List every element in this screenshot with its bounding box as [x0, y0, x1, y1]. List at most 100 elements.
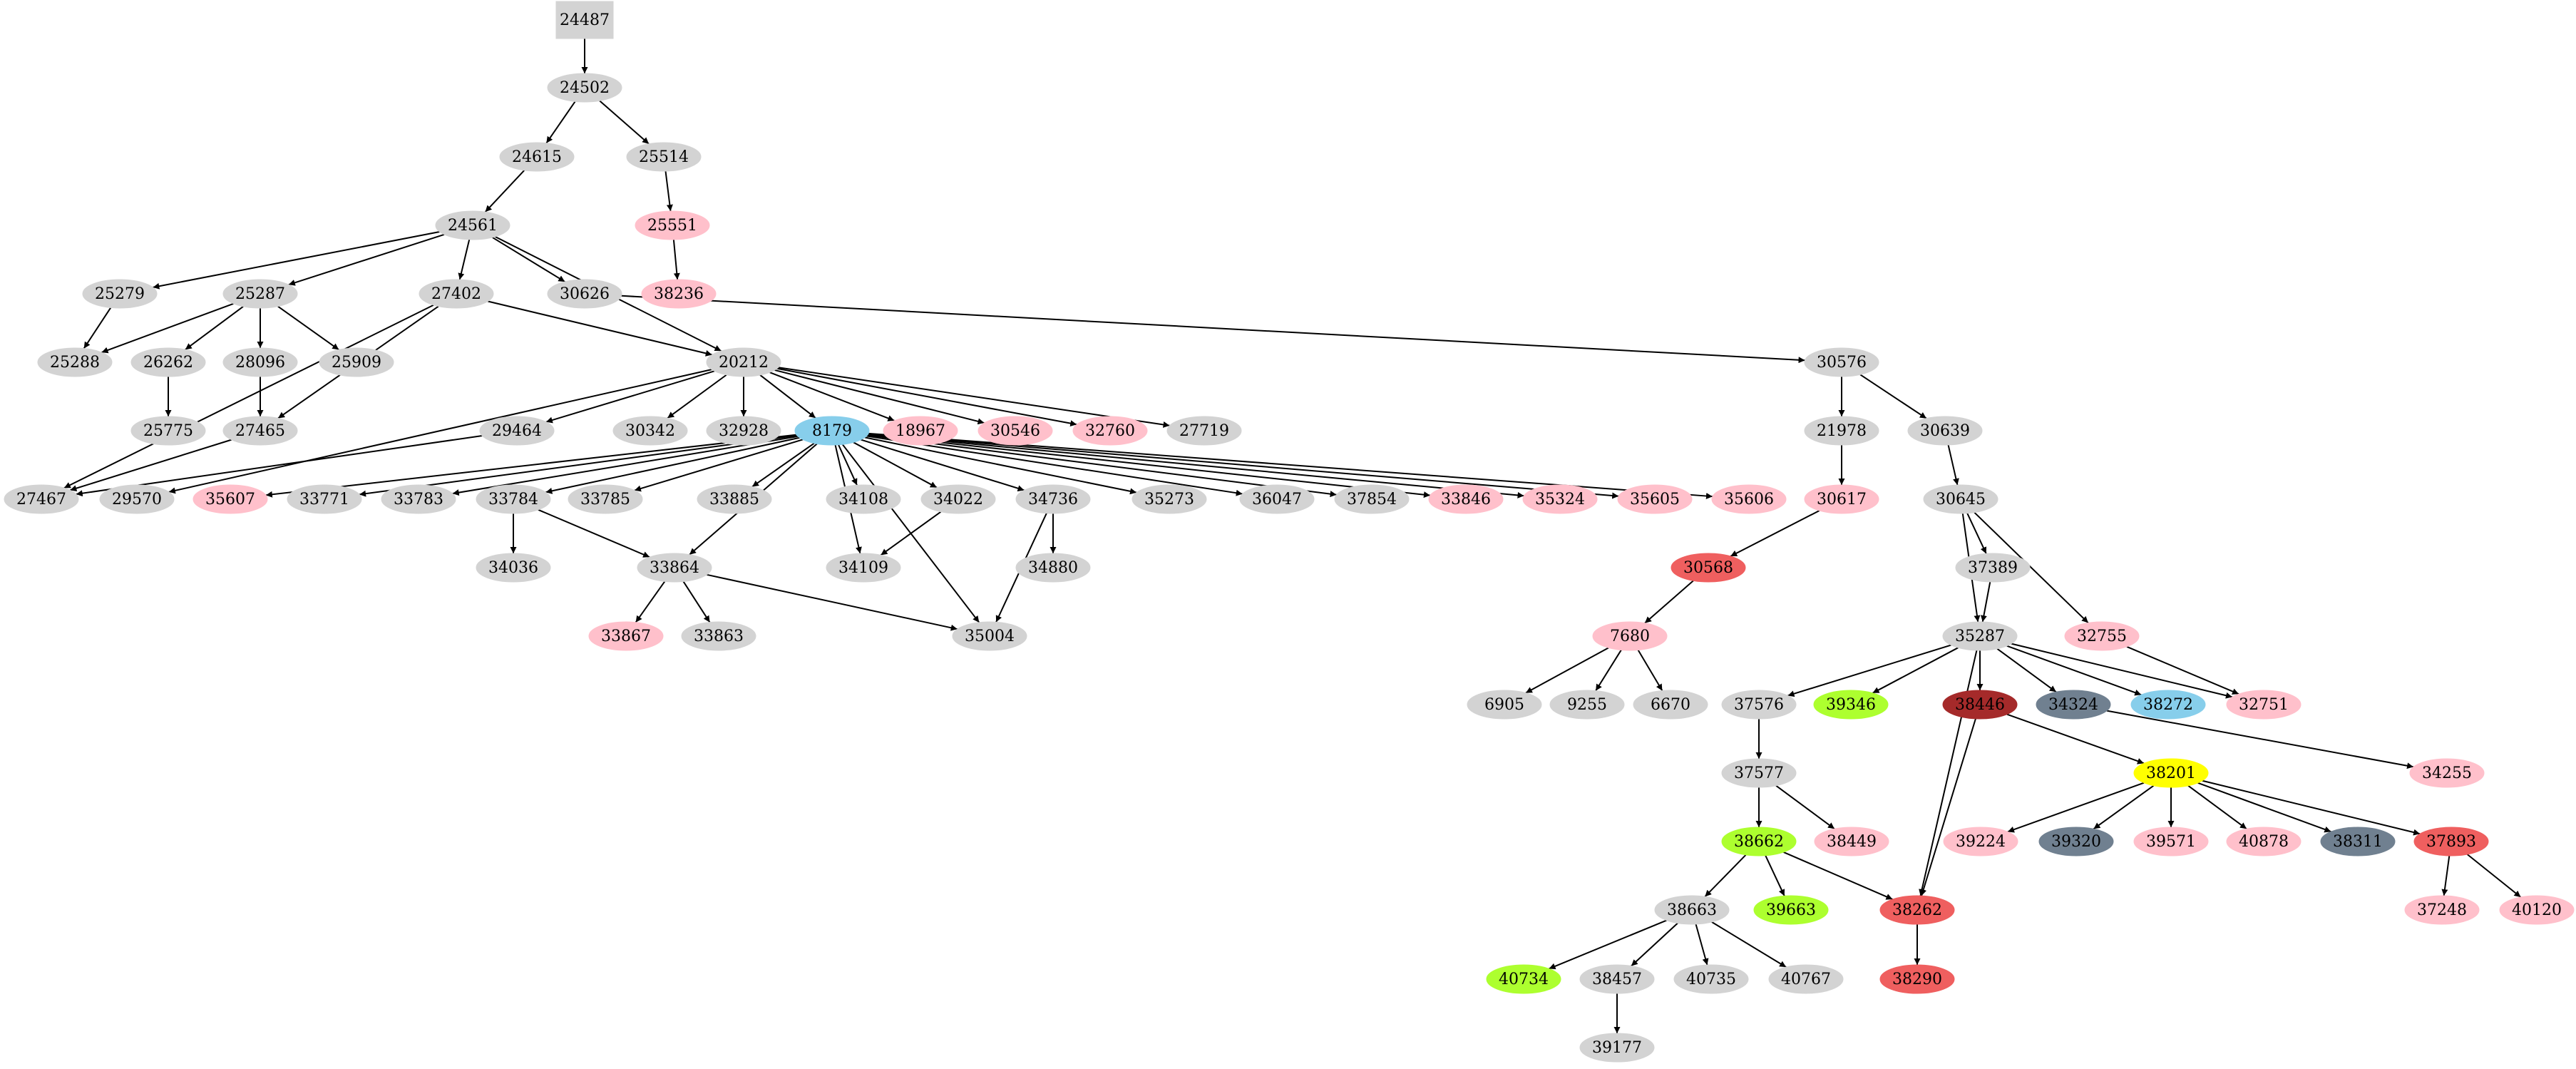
- node-35287[interactable]: 35287: [1942, 621, 2018, 651]
- node-35324[interactable]: 35324: [1522, 484, 1598, 514]
- node-39177[interactable]: 39177: [1579, 1033, 1655, 1063]
- edge-37893-to-40120: [2466, 854, 2522, 898]
- node-32760[interactable]: 32760: [1072, 416, 1148, 446]
- node-32928[interactable]: 32928: [706, 416, 781, 446]
- edge-35287-to-34324: [1996, 648, 2057, 693]
- node-38272[interactable]: 38272: [2130, 690, 2206, 720]
- node-37893[interactable]: 37893: [2413, 827, 2489, 856]
- node-30546[interactable]: 30546: [977, 416, 1053, 446]
- node-29464[interactable]: 29464: [479, 416, 555, 446]
- node-38236[interactable]: 38236: [641, 279, 717, 309]
- node-40735[interactable]: 40735: [1673, 964, 1749, 994]
- node-39663[interactable]: 39663: [1753, 895, 1829, 925]
- node-34880[interactable]: 34880: [1015, 553, 1091, 583]
- node-34736[interactable]: 34736: [1015, 484, 1091, 514]
- node-34109[interactable]: 34109: [826, 553, 901, 583]
- node-33885[interactable]: 33885: [697, 484, 772, 514]
- node-20212[interactable]: 20212: [706, 347, 781, 377]
- node-shape: [794, 416, 870, 446]
- node-33785[interactable]: 33785: [568, 484, 643, 514]
- node-30639[interactable]: 30639: [1907, 416, 1983, 446]
- node-40120[interactable]: 40120: [2499, 895, 2575, 925]
- node-27467[interactable]: 27467: [4, 484, 79, 514]
- node-33771[interactable]: 33771: [287, 484, 362, 514]
- node-label: 35606: [1724, 491, 1774, 508]
- node-38457[interactable]: 38457: [1579, 964, 1655, 994]
- node-25279[interactable]: 25279: [82, 279, 158, 309]
- node-30342[interactable]: 30342: [612, 416, 688, 446]
- node-39571[interactable]: 39571: [2133, 827, 2209, 856]
- node-6905[interactable]: 6905: [1467, 690, 1542, 720]
- node-38446[interactable]: 38446: [1942, 690, 2018, 720]
- node-35607[interactable]: 35607: [193, 484, 268, 514]
- node-25514[interactable]: 25514: [626, 142, 702, 172]
- node-37389[interactable]: 37389: [1955, 553, 2031, 583]
- node-24487[interactable]: 24487: [555, 1, 614, 39]
- node-30626[interactable]: 30626: [547, 279, 622, 309]
- node-33863[interactable]: 33863: [681, 621, 756, 651]
- node-40878[interactable]: 40878: [2226, 827, 2302, 856]
- node-25288[interactable]: 25288: [37, 347, 113, 377]
- node-8179[interactable]: 8179: [794, 416, 870, 446]
- node-33864[interactable]: 33864: [637, 553, 712, 583]
- node-40767[interactable]: 40767: [1768, 964, 1844, 994]
- node-35605[interactable]: 35605: [1617, 484, 1693, 514]
- node-34324[interactable]: 34324: [2036, 690, 2111, 720]
- node-24502[interactable]: 24502: [547, 73, 622, 103]
- node-39320[interactable]: 39320: [2038, 827, 2114, 856]
- node-35004[interactable]: 35004: [952, 621, 1027, 651]
- node-38201[interactable]: 38201: [2133, 758, 2209, 788]
- node-25287[interactable]: 25287: [222, 279, 298, 309]
- node-33867[interactable]: 33867: [588, 621, 664, 651]
- node-38449[interactable]: 38449: [1814, 827, 1889, 856]
- node-24561[interactable]: 24561: [435, 210, 510, 240]
- node-29570[interactable]: 29570: [99, 484, 175, 514]
- node-24615[interactable]: 24615: [499, 142, 575, 172]
- node-9255[interactable]: 9255: [1549, 690, 1625, 720]
- node-26262[interactable]: 26262: [130, 347, 206, 377]
- node-37854[interactable]: 37854: [1334, 484, 1410, 514]
- node-34108[interactable]: 34108: [826, 484, 901, 514]
- node-27402[interactable]: 27402: [419, 279, 494, 309]
- node-27719[interactable]: 27719: [1166, 416, 1242, 446]
- node-39224[interactable]: 39224: [1943, 827, 2018, 856]
- node-label: 38272: [2143, 696, 2193, 714]
- node-34255[interactable]: 34255: [2409, 758, 2485, 788]
- node-label: 36047: [1252, 491, 1302, 508]
- node-25775[interactable]: 25775: [130, 416, 206, 446]
- node-39346[interactable]: 39346: [1813, 690, 1889, 720]
- node-33783[interactable]: 33783: [381, 484, 456, 514]
- node-38290[interactable]: 38290: [1879, 964, 1955, 994]
- node-21978[interactable]: 21978: [1804, 416, 1879, 446]
- node-32755[interactable]: 32755: [2064, 621, 2140, 651]
- node-6670[interactable]: 6670: [1633, 690, 1708, 720]
- node-34036[interactable]: 34036: [476, 553, 551, 583]
- node-27465[interactable]: 27465: [222, 416, 298, 446]
- node-36047[interactable]: 36047: [1239, 484, 1315, 514]
- node-7680[interactable]: 7680: [1592, 621, 1668, 651]
- edge-38663-to-40734: [1549, 919, 1667, 970]
- node-30617[interactable]: 30617: [1804, 484, 1879, 514]
- node-38663[interactable]: 38663: [1654, 895, 1730, 925]
- node-34022[interactable]: 34022: [920, 484, 996, 514]
- node-25551[interactable]: 25551: [635, 210, 710, 240]
- node-38262[interactable]: 38262: [1879, 895, 1955, 925]
- node-38311[interactable]: 38311: [2320, 827, 2396, 856]
- node-18967[interactable]: 18967: [883, 416, 958, 446]
- node-33846[interactable]: 33846: [1428, 484, 1504, 514]
- node-30568[interactable]: 30568: [1671, 553, 1746, 583]
- node-33784[interactable]: 33784: [476, 484, 551, 514]
- node-37576[interactable]: 37576: [1721, 690, 1797, 720]
- node-35273[interactable]: 35273: [1132, 484, 1207, 514]
- node-30645[interactable]: 30645: [1923, 484, 1998, 514]
- node-40734[interactable]: 40734: [1486, 964, 1561, 994]
- edge-25287-to-25909: [277, 305, 339, 351]
- node-25909[interactable]: 25909: [319, 347, 394, 377]
- node-35606[interactable]: 35606: [1711, 484, 1787, 514]
- node-38662[interactable]: 38662: [1721, 827, 1797, 856]
- node-30576[interactable]: 30576: [1804, 347, 1879, 377]
- node-37248[interactable]: 37248: [2404, 895, 2480, 925]
- node-32751[interactable]: 32751: [2226, 690, 2302, 720]
- node-37577[interactable]: 37577: [1721, 758, 1797, 788]
- node-28096[interactable]: 28096: [222, 347, 298, 377]
